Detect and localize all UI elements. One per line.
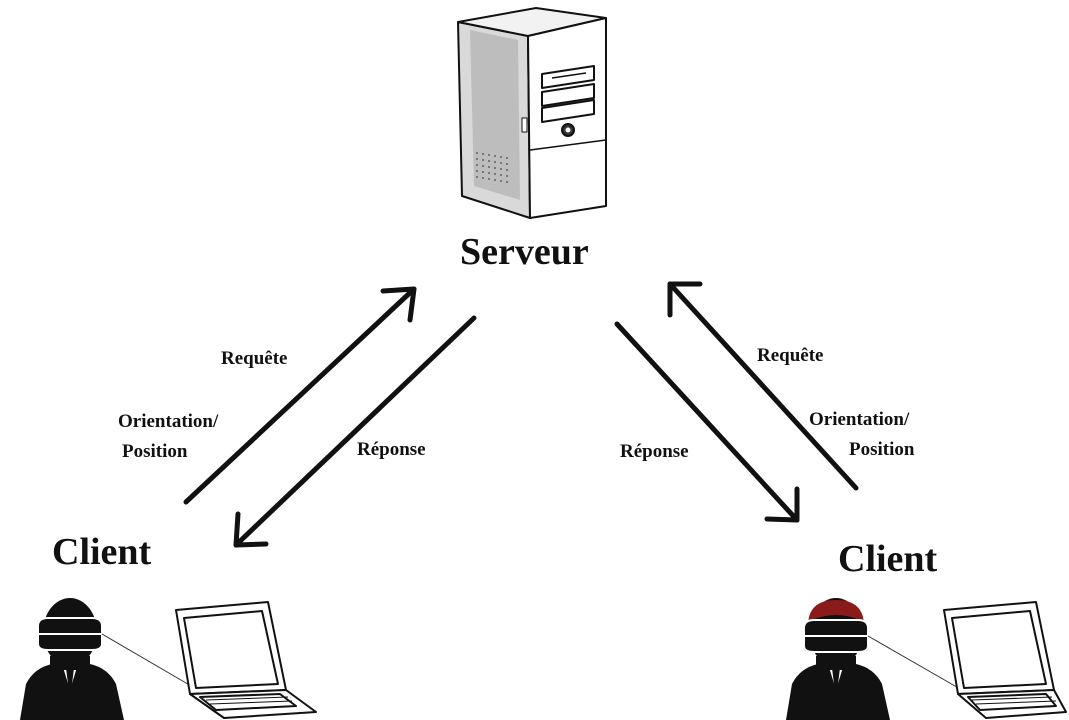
vr-headset-icon bbox=[20, 598, 124, 720]
headset-cable-right bbox=[867, 635, 963, 691]
arrow-left-request bbox=[183, 286, 417, 505]
headset-cable-left bbox=[101, 633, 199, 691]
client-right-title: Client bbox=[838, 538, 938, 580]
right-request-label: Requête bbox=[757, 345, 824, 366]
laptop-icon bbox=[943, 601, 1067, 719]
arrow-right-request bbox=[667, 281, 859, 491]
right-orientation-label: Orientation/ bbox=[809, 409, 910, 430]
left-request-label: Requête bbox=[221, 348, 288, 369]
arrow-left-response bbox=[233, 315, 477, 548]
left-orientation-label: Orientation/ bbox=[118, 411, 219, 432]
right-position-label: Position bbox=[849, 439, 915, 460]
laptop-icon bbox=[175, 601, 317, 719]
arrow-right-response bbox=[614, 321, 800, 523]
server-title: Serveur bbox=[460, 231, 589, 273]
vr-headset-icon bbox=[786, 598, 890, 720]
right-response-label: Réponse bbox=[620, 441, 689, 462]
left-response-label: Réponse bbox=[357, 439, 426, 460]
client-left-title: Client bbox=[52, 531, 152, 573]
left-position-label: Position bbox=[122, 441, 188, 462]
server-tower-icon bbox=[457, 7, 607, 219]
